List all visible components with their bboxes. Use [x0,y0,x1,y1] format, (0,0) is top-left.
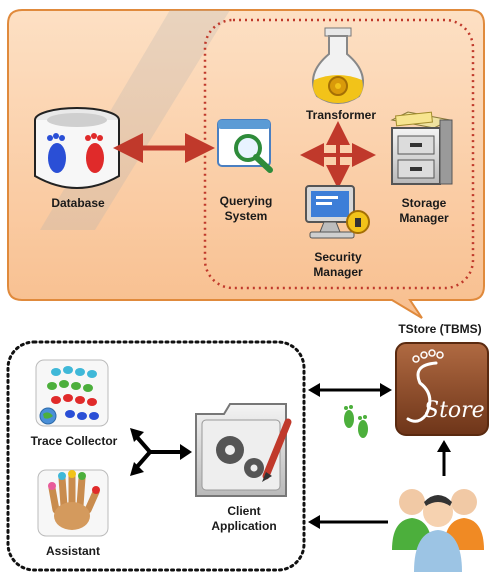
gear-folder-pencil-icon [195,403,292,497]
magnifier-window-icon [217,119,273,173]
client-label-line1: Client [227,504,261,518]
storage-label: Storage Manager [384,196,464,226]
querying-label: Querying System [206,194,286,224]
database-footprints-icon [34,107,120,189]
transformer-label: Transformer [305,108,377,122]
client-side-box [6,340,306,572]
tstore-logo-icon [395,342,489,436]
storage-label-line1: Storage [401,196,447,210]
tbms-components-box [203,18,475,290]
assistant-label: Assistant [45,544,101,558]
users-group-icon [392,489,484,572]
security-label-line2: Manager [313,265,363,279]
hand-icon [37,469,109,537]
footprint-trail-icon [35,359,109,427]
client-label-line2: Application [211,519,277,533]
merge-arrow [130,428,192,476]
querying-label-line1: Querying [219,194,273,208]
tstore-label: TStore (TBMS) [398,322,482,336]
trace-collector-label: Trace Collector [30,434,118,448]
flask-gear-icon [312,27,364,104]
tstore-client-arrow [308,383,392,397]
storage-label-line2: Manager [399,211,449,225]
users-tstore-arrow [437,440,451,476]
file-cabinet-icon [390,111,453,185]
tstore-logo-text: Store [424,398,485,423]
querying-label-line2: System [224,209,268,223]
four-way-arrow [300,121,376,189]
green-footprints-icon [344,405,368,438]
client-label: Client Application [196,504,292,534]
security-label-line1: Security [314,250,362,264]
users-client-arrow [308,515,388,529]
computer-lock-icon [305,185,370,239]
database-label: Database [51,196,105,210]
security-label: Security Manager [296,250,380,280]
